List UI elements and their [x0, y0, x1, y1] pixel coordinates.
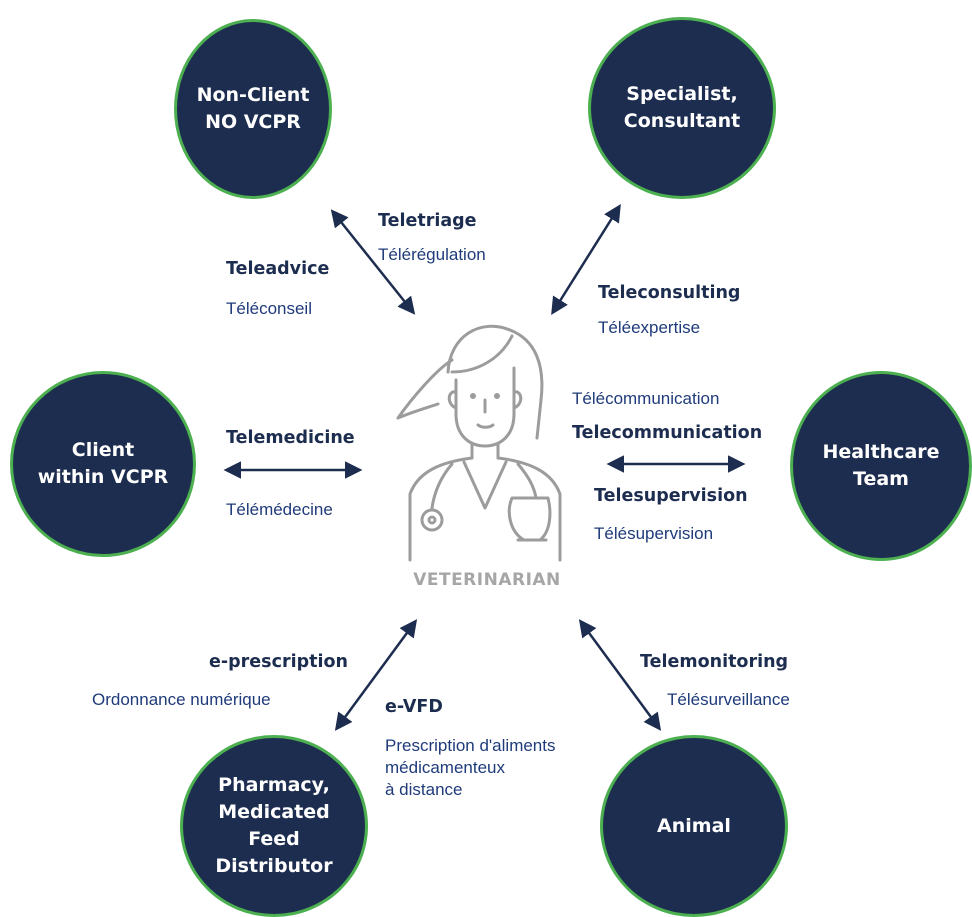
- label-teleconseil: Téléconseil: [226, 299, 312, 318]
- label-teleadvice: Teleadvice: [226, 259, 330, 279]
- label-teleexpertise: Téléexpertise: [598, 318, 701, 337]
- label-telesupervision-fr: Télésupervision: [594, 524, 714, 543]
- node-animal-label: Animal: [657, 814, 731, 837]
- node-client-label: Client within VCPR: [37, 439, 169, 488]
- node-pharmacy: Pharmacy, Medicated Feed Distributor: [180, 735, 368, 917]
- veterinarian-icon: [396, 324, 562, 562]
- label-telecommunication-fr: Télécommunication: [572, 389, 720, 408]
- label-eprescription: e-prescription: [209, 652, 348, 672]
- veterinarian-caption: VETERINARIAN: [413, 570, 561, 590]
- label-teletriage: Teletriage: [378, 211, 477, 231]
- label-telesurveillance: Télésurveillance: [667, 690, 790, 709]
- label-telecommunication: Telecommunication: [572, 423, 763, 443]
- node-pharmacy-label: Pharmacy, Medicated Feed Distributor: [215, 774, 333, 877]
- node-specialist-label: Specialist, Consultant: [623, 83, 741, 132]
- label-evfd: e-VFD: [385, 697, 443, 717]
- node-non-client-label: Non-Client NO VCPR: [196, 84, 310, 133]
- label-telemedecine: Télémédecine: [226, 500, 333, 519]
- node-healthcare: Healthcare Team: [790, 371, 972, 561]
- arrow-specialist: [551, 204, 621, 315]
- label-telemedicine: Telemedicine: [226, 428, 355, 448]
- label-telesupervision: Telesupervision: [594, 486, 748, 506]
- label-prescription-aliments: Prescription d'aliments médicamenteux à …: [385, 736, 556, 799]
- label-teleconsulting: Teleconsulting: [598, 283, 741, 303]
- arrow-animal: [578, 619, 662, 731]
- arrow-pharmacy: [334, 619, 418, 731]
- node-non-client: Non-Client NO VCPR: [174, 19, 332, 199]
- node-healthcare-label: Healthcare Team: [822, 441, 940, 490]
- arrow-non-client: [330, 209, 416, 315]
- label-ordonnance: Ordonnance numérique: [92, 690, 271, 709]
- node-animal: Animal: [600, 735, 788, 917]
- label-teleregulation: Télérégulation: [378, 245, 486, 264]
- node-specialist: Specialist, Consultant: [588, 17, 776, 199]
- node-client: Client within VCPR: [10, 371, 196, 557]
- label-telemonitoring: Telemonitoring: [640, 652, 789, 672]
